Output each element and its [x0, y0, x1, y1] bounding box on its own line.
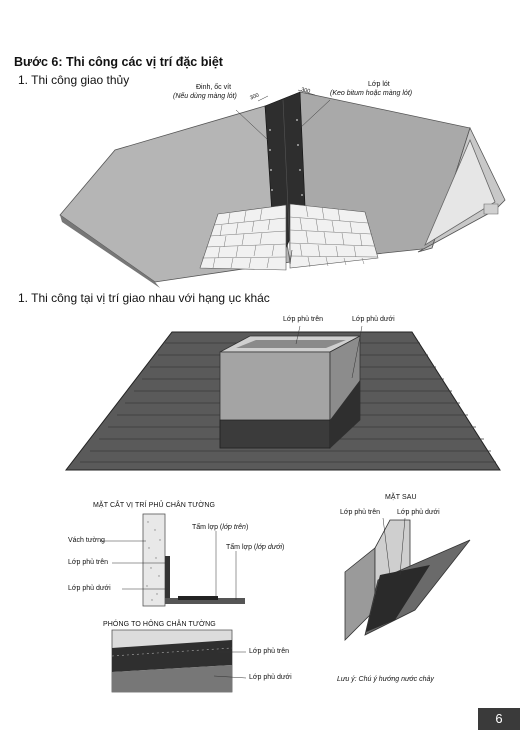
- back-top-cover-label: Lớp phủ trên: [340, 509, 381, 516]
- label-underlay-note: (Keo bitum hoặc màng lót): [330, 90, 413, 97]
- detail-sheet-bottom-label: Tấm lợp (lớp dưới): [226, 544, 285, 551]
- back-view-illustration: [344, 517, 471, 641]
- step-title: Bước 6: Thi công các vị trí đặc biệt: [14, 55, 223, 69]
- label-top-cover: Lớp phủ trên: [283, 316, 324, 323]
- detail-top-cover-label: Lớp phủ trên: [68, 559, 109, 566]
- dim-right: 300: [300, 87, 311, 95]
- zoom-detail-title: PHÓNG TO HÔNG CHÂN TƯỜNG: [103, 621, 216, 628]
- section-detail-illustration: [100, 513, 245, 607]
- page-number-badge: 6: [478, 708, 520, 730]
- back-view-title: MẶT SAU: [385, 494, 417, 501]
- detail-section-title: MẶT CẮT VỊ TRÍ PHỦ CHÂN TƯỜNG: [93, 502, 216, 509]
- label-underlay: Lớp lót: [368, 81, 390, 88]
- zoom-bottom-cover-label: Lớp phủ dưới: [249, 674, 292, 681]
- note-text: Lưu ý: Chú ý hướng nước chảy: [337, 676, 434, 683]
- chimney-roof-illustration: [64, 325, 501, 471]
- zoom-detail-illustration: [111, 629, 247, 693]
- label-nails: Đinh, ốc vít: [196, 84, 232, 91]
- detail-wall-label: Vách tường: [68, 537, 105, 544]
- section2-title: 1. Thi công tại vị trí giao nhau với hạn…: [18, 291, 270, 305]
- label-nails-note: (Nếu dùng màng lót): [173, 93, 237, 100]
- section1-title: 1. Thi công giao thủy: [18, 73, 130, 87]
- detail-sheet-top-label: Tấm lợp (lớp trên): [192, 524, 249, 531]
- back-bottom-cover-label: Lớp phủ dưới: [397, 509, 440, 516]
- valley-roof-illustration: [59, 89, 506, 288]
- detail-bottom-cover-label: Lớp phủ dưới: [68, 585, 111, 592]
- label-bottom-cover: Lớp phủ dưới: [352, 316, 395, 323]
- zoom-top-cover-label: Lớp phủ trên: [249, 648, 290, 655]
